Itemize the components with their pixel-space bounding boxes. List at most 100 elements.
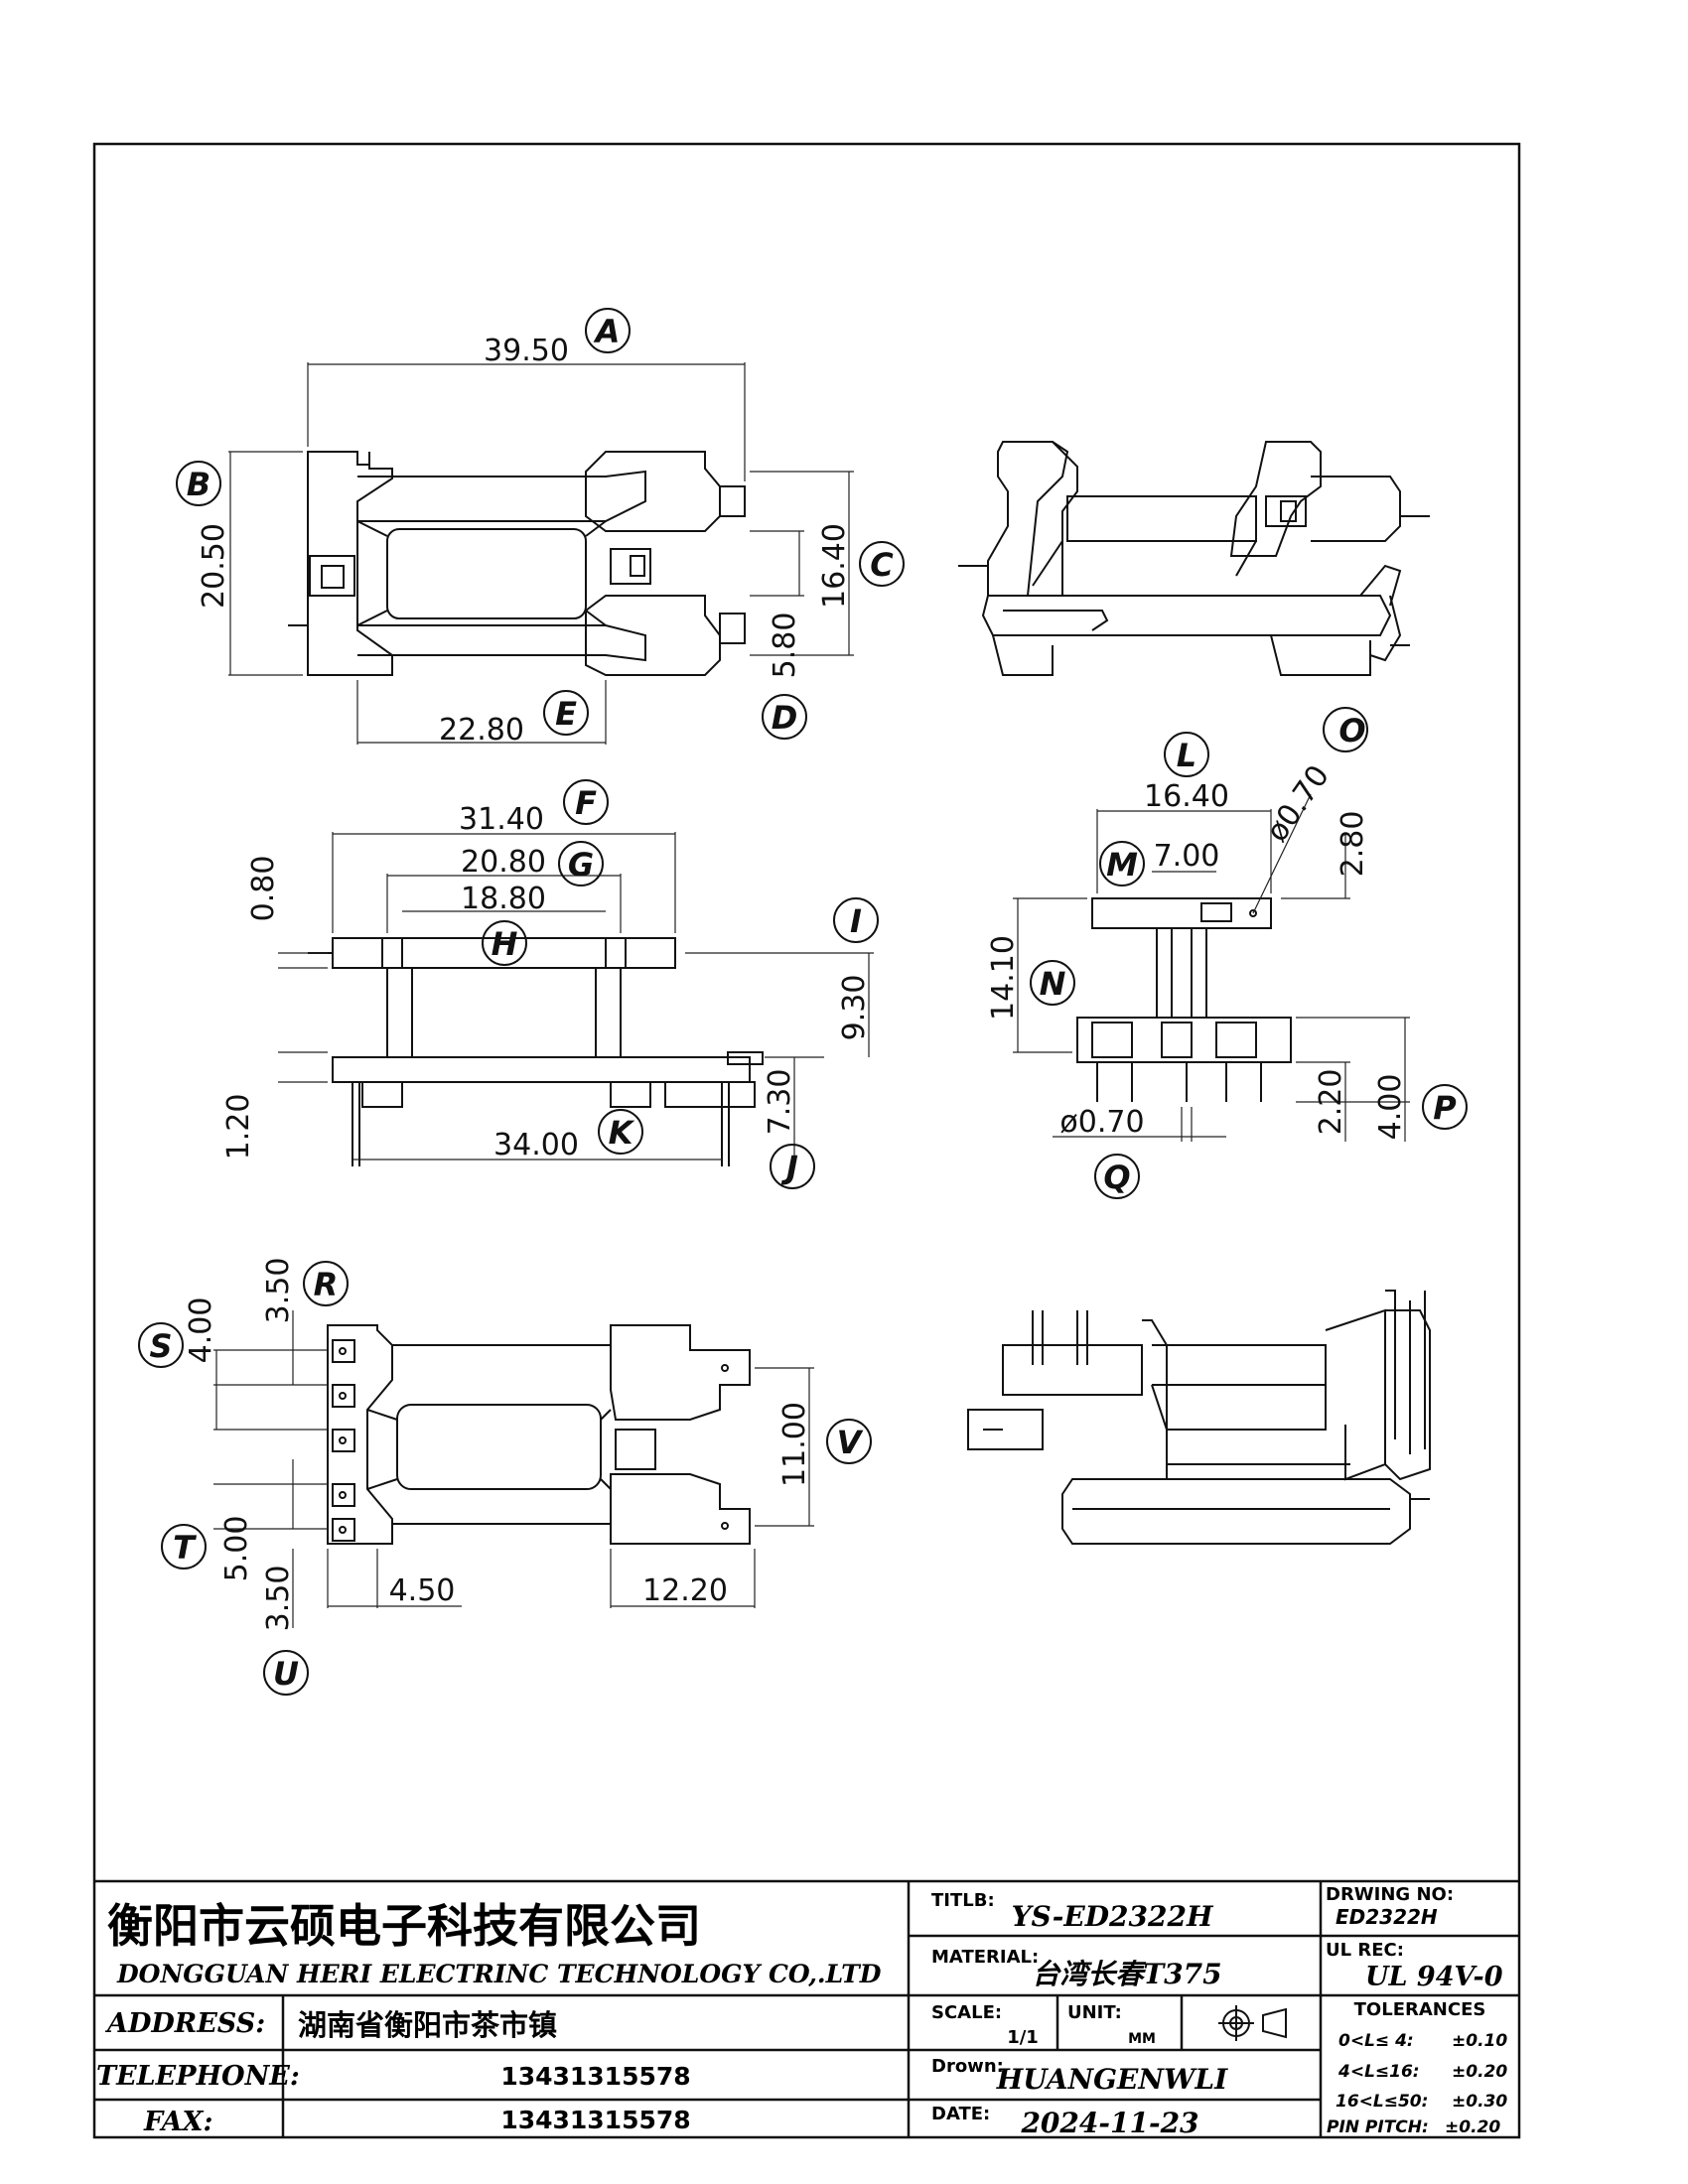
callout-p: P [1422,1084,1468,1130]
company-name-cn: 衡阳市云硕电子科技有限公司 [107,1899,701,1953]
svg-text:V: V [837,1424,864,1461]
dim-e: 22.80 [439,713,524,748]
callout-c: C [859,541,905,587]
dim-r: 3.50 [261,1258,296,1324]
svg-text:N: N [1040,965,1066,1003]
telephone-value: 13431315578 [500,2062,690,2091]
callout-q: Q [1094,1154,1140,1199]
svg-text:E: E [555,695,577,733]
svg-text:D: D [772,699,798,737]
svg-text:P: P [1433,1089,1457,1127]
tolerance-1-value: ±0.10 [1452,2031,1507,2051]
side-view: 16.40 7.00 14.10 ø0.70 2.80 2.20 4.00 ø0… [986,759,1410,1142]
dim-l: 16.40 [1144,779,1229,814]
address-label: ADDRESS: [104,2008,265,2039]
unit-label: UNIT: [1067,2002,1122,2023]
dim-c: 16.40 [817,523,852,609]
dim-s: 4.00 [184,1297,218,1364]
dim-q: ø0.70 [1059,1105,1144,1140]
dim-j: 7.30 [763,1069,797,1136]
svg-text:C: C [870,546,894,584]
svg-text:H: H [492,925,518,963]
address-value: 湖南省衡阳市茶市镇 [298,2008,557,2042]
title-block: 衡阳市云硕电子科技有限公司 DONGGUAN HERI ELECTRINC TE… [94,1879,1519,2139]
dim-i: 0.80 [246,856,281,922]
date-label: DATE: [931,2104,990,2124]
title-value: YS-ED2322H [1012,1900,1214,1933]
isometric-view-top [958,441,1430,676]
dim-k2: 1.20 [221,1094,256,1160]
callout-h: H [482,920,527,966]
dim-w: 4.50 [389,1573,456,1608]
projection-symbol [1218,2005,1287,2041]
dim-o2: 2.80 [1336,811,1370,878]
drawing-no-value: ED2322H [1336,1905,1438,1929]
callout-o: O [1323,707,1368,752]
ul-label: UL REC: [1326,1940,1404,1961]
date-value: 2024-11-23 [1020,2107,1198,2139]
dim-u: 3.50 [261,1566,296,1632]
svg-text:U: U [273,1655,299,1693]
svg-text:L: L [1177,737,1196,774]
svg-text:Q: Q [1103,1159,1130,1196]
svg-text:B: B [187,466,211,503]
dim-m: 7.00 [1154,839,1220,874]
svg-text:M: M [1106,846,1138,884]
callout-i: I [833,897,879,943]
dim-x: 12.20 [642,1573,728,1608]
unit-value: MM [1128,2031,1156,2047]
top-view: 39.50 20.50 16.40 5.80 22.80 [197,334,854,748]
pin-pitch-value: ±0.20 [1445,2117,1500,2137]
callout-a: A [585,308,631,353]
callout-u: U [263,1650,309,1696]
svg-text:K: K [609,1114,635,1152]
tolerance-1: 0<L≤ 4: [1338,2031,1414,2051]
callout-g: G [558,841,604,887]
tolerance-3-value: ±0.30 [1452,2092,1507,2112]
dim-v: 11.00 [777,1402,812,1487]
callout-n: N [1030,960,1075,1006]
bottom-view: 3.50 4.00 5.00 3.50 11.00 4.50 12.20 [184,1258,814,1632]
scale-value: 1/1 [1007,2027,1039,2048]
isometric-view-bottom [967,1290,1431,1545]
dim-k: 34.00 [493,1128,579,1162]
ul-value: UL 94V-0 [1365,1962,1503,1992]
dim-p: 4.00 [1373,1074,1408,1141]
dim-g: 20.80 [461,845,546,880]
svg-text:O: O [1338,712,1365,750]
svg-text:G: G [568,846,594,884]
callout-m: M [1099,841,1145,887]
dim-d: 5.80 [768,613,802,679]
callout-f: F [563,779,609,825]
dimension-callouts: A B C D E F G H I J K L M N O P Q R S T … [138,308,1468,1696]
dim-a: 39.50 [484,334,569,368]
svg-text:I: I [850,902,862,940]
svg-text:A: A [593,313,621,350]
svg-text:S: S [149,1327,172,1365]
tolerance-2: 4<L≤16: [1337,2062,1420,2082]
company-name-en: DONGGUAN HERI ELECTRINC TECHNOLOGY CO,.L… [116,1960,882,1988]
svg-text:R: R [314,1266,339,1303]
callout-s: S [138,1322,184,1368]
callout-t: T [161,1524,207,1570]
material-label: MATERIAL: [931,1947,1039,1968]
callout-e: E [543,690,589,736]
tolerances-label: TOLERANCES [1354,1999,1486,2020]
callout-j: J [770,1144,815,1189]
svg-text:T: T [173,1529,197,1567]
callout-v: V [826,1419,872,1464]
fax-value: 13431315578 [500,2106,690,2134]
dim-p2: 2.20 [1314,1069,1348,1136]
svg-text:J: J [780,1149,798,1186]
fax-label: FAX: [143,2107,212,2137]
callout-l: L [1164,732,1209,777]
dim-t: 5.00 [219,1516,254,1582]
telephone-label: TELEPHONE: [96,2061,300,2092]
drawn-label: Drown: [931,2056,1004,2077]
svg-text:F: F [575,784,597,822]
dim-h: 18.80 [461,882,546,916]
scale-label: SCALE: [931,2002,1002,2023]
material-value: 台湾长春T375 [1032,1958,1221,1990]
